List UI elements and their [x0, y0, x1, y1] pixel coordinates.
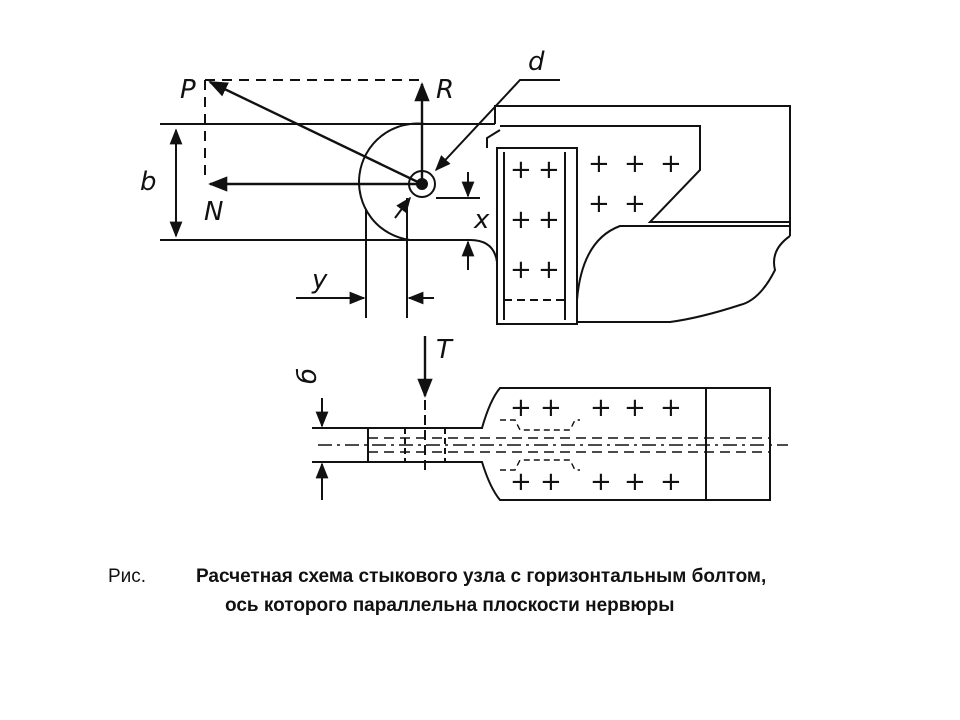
bolt-mark: +: [538, 255, 560, 285]
label-x: x: [473, 205, 490, 235]
bolt-mark: +: [624, 467, 646, 497]
bolt-mark: +: [588, 189, 610, 219]
bolt-mark: +: [510, 155, 532, 185]
side-dash-notch-bottom: [500, 459, 580, 471]
bolt-mark: +: [590, 467, 612, 497]
label-R: R: [436, 75, 454, 105]
bolt-mark: +: [538, 205, 560, 235]
bolt-mark: +: [540, 467, 562, 497]
bolt-mark: +: [624, 393, 646, 423]
lower-flange: [576, 225, 790, 301]
d-leader: [434, 79, 560, 172]
bolt-mark: +: [540, 393, 562, 423]
plate-inner-line: [500, 125, 790, 223]
label-d: d: [528, 47, 545, 77]
top-view: [160, 79, 791, 325]
top-bolt-marks: + + + + + + + + + + +: [510, 149, 682, 285]
force-P-arrow: [208, 80, 423, 186]
bolt-hole: [408, 170, 436, 198]
bolt-mark: +: [510, 255, 532, 285]
bolt-mark: +: [624, 189, 646, 219]
bolt-mark: +: [510, 205, 532, 235]
bolt-mark: +: [510, 467, 532, 497]
bolt-mark: +: [590, 393, 612, 423]
bolt-mark: +: [660, 467, 682, 497]
label-T: T: [436, 335, 454, 365]
label-P: P: [180, 75, 196, 105]
bolt-mark: +: [510, 393, 532, 423]
bolt-mark: +: [660, 393, 682, 423]
label-b: b: [140, 167, 157, 197]
plate-second-line: [486, 129, 501, 148]
bolt-hole-inner: [416, 178, 428, 190]
side-outline: [367, 387, 771, 501]
label-y: y: [311, 265, 328, 295]
side-bolt-marks: + + + + + + + + + +: [510, 393, 682, 497]
side-dash-notch-top: [500, 419, 580, 431]
caption-title-line1: Расчетная схема стыкового узла с горизон…: [196, 566, 767, 587]
bolt-mark: +: [588, 149, 610, 179]
bolt-mark: +: [660, 149, 682, 179]
caption-title-line2: ось которого параллельна плоскости нервю…: [225, 595, 675, 616]
bolt-mark: +: [624, 149, 646, 179]
caption-prefix: Рис.: [108, 566, 147, 587]
upper-plate: [494, 105, 791, 236]
break-line: [577, 235, 791, 323]
rib-web: [496, 147, 578, 325]
label-delta: б: [293, 368, 323, 384]
bolt-mark: +: [538, 155, 560, 185]
side-view: [312, 336, 788, 501]
label-N: N: [204, 197, 223, 227]
